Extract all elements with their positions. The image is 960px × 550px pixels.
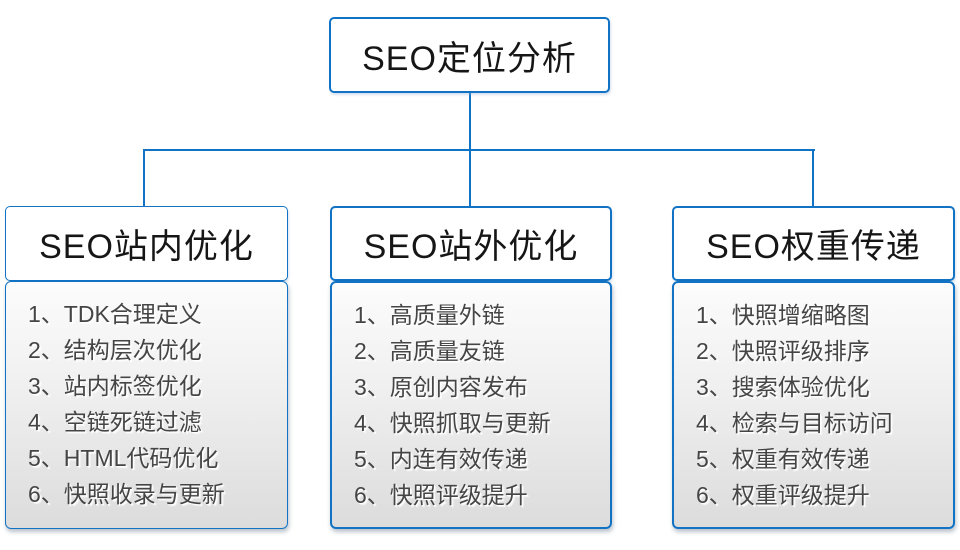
column-title: SEO站外优化 — [363, 228, 579, 266]
list-item: 3、站内标签优化 — [28, 373, 202, 399]
connector-drop-right — [812, 149, 814, 207]
connector-drop-left — [143, 149, 145, 207]
column-item-list: 1、快照增缩略图 2、快照评级排序 3、搜索体验优化 4、检索与目标访问 5、权… — [672, 281, 955, 529]
column-item-list: 1、高质量外链 2、高质量友链 3、原创内容发布 4、快照抓取与更新 5、内连有… — [330, 281, 612, 529]
list-item: 6、权重评级提升 — [696, 482, 870, 508]
list-item: 5、权重有效传递 — [696, 446, 870, 472]
list-item: 6、快照评级提升 — [354, 482, 528, 508]
connector-drop-middle — [469, 149, 471, 207]
list-item: 2、结构层次优化 — [28, 337, 202, 363]
list-item: 5、HTML代码优化 — [28, 445, 219, 471]
root-node-label: SEO定位分析 — [362, 39, 577, 78]
column-header: SEO站外优化 — [330, 206, 612, 281]
list-item: 6、快照收录与更新 — [28, 481, 225, 507]
list-item: 1、快照增缩略图 — [696, 302, 870, 328]
connector-horizontal — [143, 149, 815, 151]
list-item: 4、空链死链过滤 — [28, 409, 202, 435]
list-item: 2、快照评级排序 — [696, 338, 870, 364]
column-header: SEO站内优化 — [5, 206, 288, 281]
list-item: 5、内连有效传递 — [354, 446, 528, 472]
list-item: 3、搜索体验优化 — [696, 374, 870, 400]
list-item: 3、原创内容发布 — [354, 374, 528, 400]
root-node: SEO定位分析 — [329, 17, 610, 93]
column-weight-transfer: SEO权重传递 1、快照增缩略图 2、快照评级排序 3、搜索体验优化 4、检索与… — [672, 206, 955, 529]
column-header: SEO权重传递 — [672, 206, 955, 281]
list-item: 4、快照抓取与更新 — [354, 410, 551, 436]
column-onsite-seo: SEO站内优化 1、TDK合理定义 2、结构层次优化 3、站内标签优化 4、空链… — [5, 206, 288, 529]
list-item: 1、TDK合理定义 — [28, 301, 202, 327]
column-offsite-seo: SEO站外优化 1、高质量外链 2、高质量友链 3、原创内容发布 4、快照抓取与… — [330, 206, 612, 529]
connector-root-stem — [469, 93, 471, 151]
list-item: 4、检索与目标访问 — [696, 410, 893, 436]
column-title: SEO权重传递 — [706, 228, 921, 266]
column-title: SEO站内优化 — [39, 228, 254, 266]
column-item-list: 1、TDK合理定义 2、结构层次优化 3、站内标签优化 4、空链死链过滤 5、H… — [5, 281, 288, 529]
list-item: 2、高质量友链 — [354, 338, 505, 364]
list-item: 1、高质量外链 — [354, 302, 505, 328]
